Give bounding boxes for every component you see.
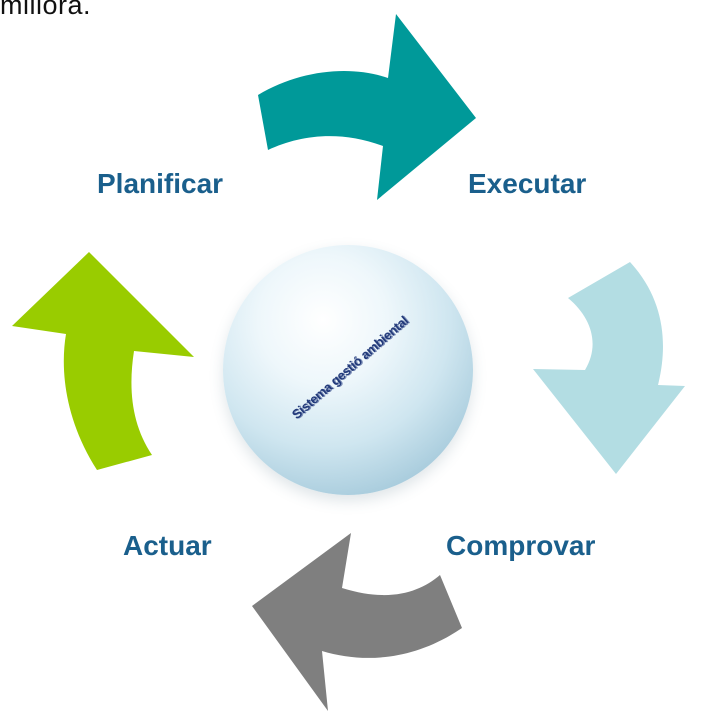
stage-label-do: Executar: [468, 168, 587, 199]
top-text-fragment: millora.: [0, 0, 92, 20]
stage-label-plan: Planificar: [97, 168, 224, 199]
arrow-plan-to-do: [258, 14, 476, 200]
arrow-act-to-plan: [12, 252, 194, 470]
arrow-check-to-act: [252, 533, 462, 711]
center-sphere: [223, 245, 473, 495]
stage-label-act: Actuar: [123, 530, 212, 561]
stage-label-check: Comprovar: [446, 530, 596, 561]
arrow-do-to-check: [533, 262, 685, 474]
